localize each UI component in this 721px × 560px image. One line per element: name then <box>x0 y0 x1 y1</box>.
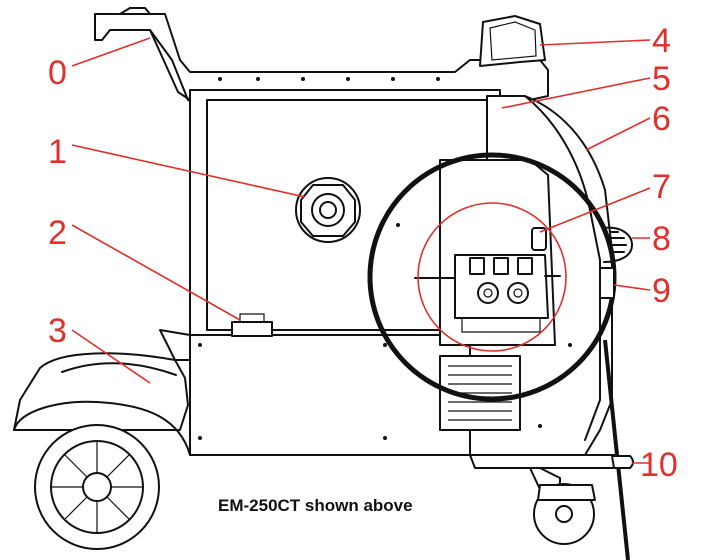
callout-1: 1 <box>48 133 67 171</box>
wire-feeder <box>414 227 561 333</box>
callout-3: 3 <box>48 312 67 350</box>
bottle-tray <box>13 329 191 431</box>
callout-4: 4 <box>652 22 671 60</box>
feeder-highlight-ring <box>417 202 567 352</box>
spool-bracket <box>231 313 273 337</box>
rear-handle <box>469 454 634 469</box>
callout-7: 7 <box>652 168 671 206</box>
callout-6: 6 <box>652 100 671 138</box>
callout-9: 9 <box>652 272 671 310</box>
front-wheel <box>13 400 191 550</box>
torch-connector <box>603 226 633 263</box>
callout-8: 8 <box>652 220 671 258</box>
callout-0: 0 <box>48 54 67 92</box>
callout-leaders <box>71 37 651 464</box>
figure-caption: EM-250CT shown above <box>218 496 413 515</box>
spool-hub <box>295 177 361 243</box>
callout-10: 10 <box>640 446 678 484</box>
rear-caster <box>529 467 596 545</box>
callout-2: 2 <box>48 214 67 252</box>
cable-outlet <box>599 267 615 299</box>
vent-grille <box>439 355 521 431</box>
callout-5: 5 <box>652 60 671 98</box>
